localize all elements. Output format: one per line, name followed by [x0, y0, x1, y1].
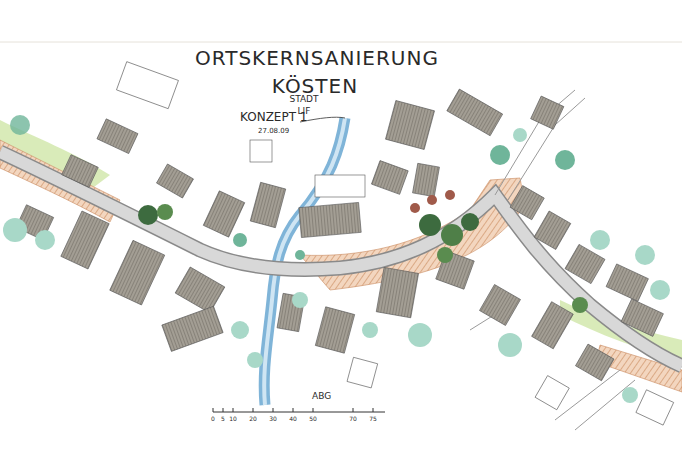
scale-number: 10 [229, 415, 237, 423]
scale-number: 20 [249, 415, 257, 423]
scale-number: 5 [221, 415, 225, 423]
scale-number: 0 [211, 415, 215, 423]
scale-number: 40 [289, 415, 297, 423]
author-initials: ABG [312, 391, 331, 403]
scale-number: 75 [369, 415, 377, 423]
concept-label: KONZEPT 1 [240, 110, 307, 126]
scale-number: 30 [269, 415, 277, 423]
scale-number: 70 [349, 415, 357, 423]
scale-number: 50 [309, 415, 317, 423]
plan-title: ORTSKERNSANIERUNG KÖSTEN [195, 44, 435, 100]
date-label: 27.08.09 [258, 127, 289, 136]
